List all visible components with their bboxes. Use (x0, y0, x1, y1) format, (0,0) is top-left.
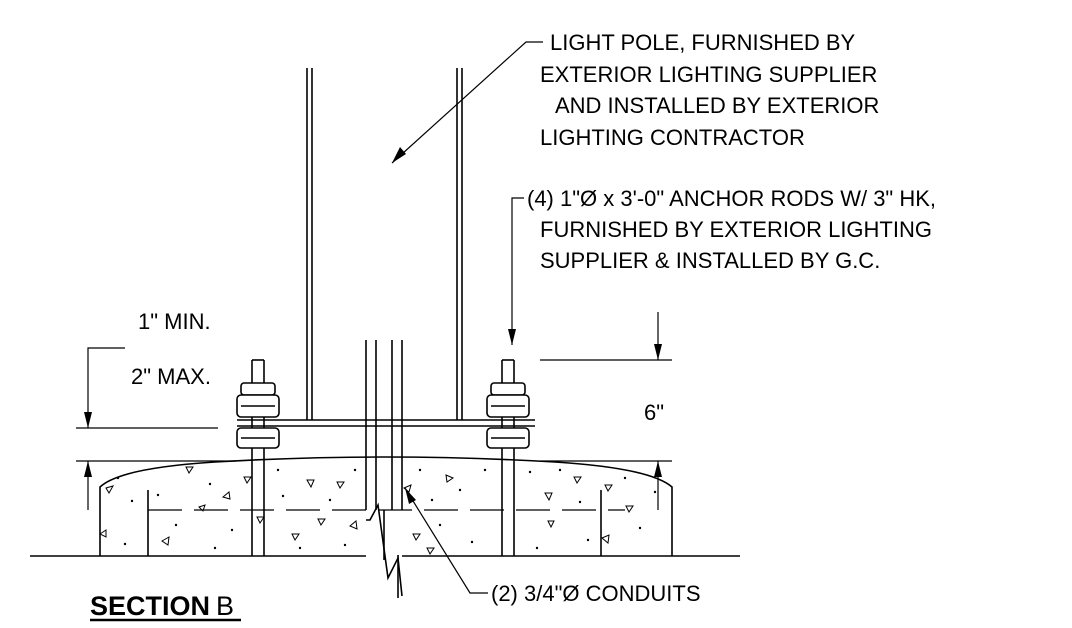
concrete-hatching (99, 466, 657, 555)
arrowhead (654, 461, 662, 477)
nut (490, 382, 526, 396)
projection-max-label: 2" MAX. (131, 364, 211, 389)
arrowhead (84, 461, 92, 477)
conduit-leader: (2) 3/4"Ø CONDUITS (404, 487, 701, 606)
conduits (365, 340, 403, 598)
anchor-rod-right (486, 359, 530, 556)
projection-min-label: 1" MIN. (138, 309, 211, 334)
light-pole-note: LIGHT POLE, FURNISHED BY EXTERIOR LIGHTI… (540, 30, 886, 150)
leader-line (404, 487, 488, 594)
arrowhead (392, 147, 406, 163)
anchor-rod-note: (4) 1"Ø x 3'-0" ANCHOR RODS W/ 3" HK, FU… (527, 186, 942, 273)
section-title-id: B (216, 591, 234, 621)
light-pole-leader: LIGHT POLE, FURNISHED BY EXTERIOR LIGHTI… (391, 30, 886, 164)
leader-line (391, 41, 543, 164)
concrete-outline (99, 456, 673, 556)
light-pole (237, 68, 535, 427)
section-title-bold: SECTION (90, 591, 210, 621)
nut (240, 382, 276, 396)
leader-line (511, 197, 524, 345)
embed-depth-label: 6" (644, 400, 664, 425)
projection-dimension: 1" MIN. 2" MAX. (76, 309, 236, 510)
arrowhead (405, 488, 416, 504)
arrowhead (654, 344, 662, 360)
conduit-note: (2) 3/4"Ø CONDUITS (491, 581, 701, 606)
arrowhead (508, 329, 516, 345)
anchor-rod-left (236, 359, 280, 556)
leader-line (87, 347, 125, 428)
anchor-rod-leader: (4) 1"Ø x 3'-0" ANCHOR RODS W/ 3" HK, FU… (508, 186, 942, 345)
embed-dimension: 6" (540, 312, 672, 510)
arrowhead (84, 412, 92, 428)
concrete-base (30, 456, 740, 557)
